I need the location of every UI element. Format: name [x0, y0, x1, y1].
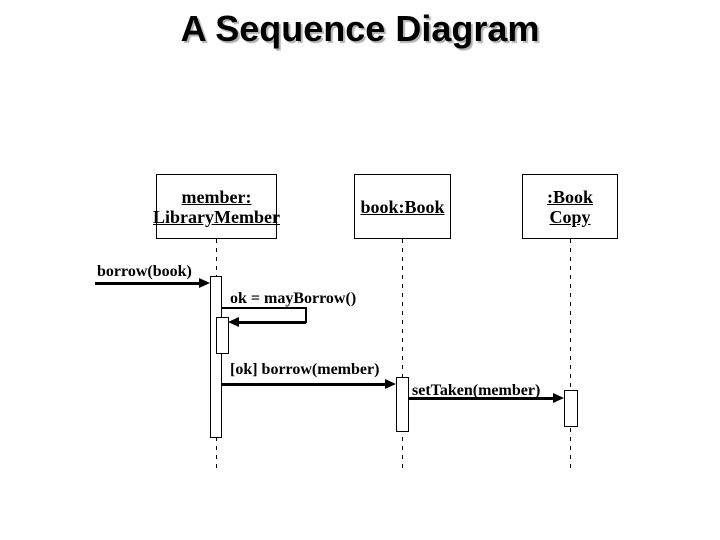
actor-box-book: book:Book	[354, 174, 451, 239]
message-label-settaken-member: setTaken(member)	[412, 382, 541, 399]
slide-title: A Sequence Diagram	[180, 8, 540, 49]
arrowhead-icon	[199, 278, 210, 288]
selfcall-line-top	[221, 307, 306, 309]
arrowhead-icon	[228, 317, 239, 327]
arrowhead-icon	[553, 393, 564, 403]
message-label-ok-borrow-member: [ok] borrow(member)	[230, 361, 380, 378]
book-activation-bar	[396, 377, 409, 432]
book-lifeline	[402, 239, 403, 469]
member-nested-activation-bar	[216, 317, 229, 354]
selfcall-line-right	[305, 307, 307, 323]
arrowhead-icon	[385, 379, 396, 389]
message-arrow-borrow-book	[95, 282, 201, 285]
message-label-ma(yborrow: ok = mayBorrow()	[230, 290, 357, 307]
message-arrow-ok-borrow-member	[221, 383, 386, 386]
bookcopy-lifeline	[570, 239, 571, 469]
actor-box-bookcopy: :Book Copy	[522, 174, 618, 239]
actor-book-label: book:Book	[360, 196, 445, 217]
actor-bookcopy-label-line1: :Book	[546, 186, 593, 207]
actor-member-label-line1: member:	[181, 186, 252, 207]
actor-box-member: member: LibraryMember	[153, 174, 280, 239]
message-arrow-settaken-member	[409, 397, 554, 400]
member-activation-bar	[210, 276, 222, 438]
actor-bookcopy-label-line2: Copy	[549, 206, 591, 227]
message-label-borrow-book: borrow(book)	[97, 263, 192, 280]
actor-member-label-line2: LibraryMember	[153, 206, 280, 227]
bookcopy-activation-bar	[564, 390, 578, 427]
selfcall-line-return	[235, 321, 306, 324]
